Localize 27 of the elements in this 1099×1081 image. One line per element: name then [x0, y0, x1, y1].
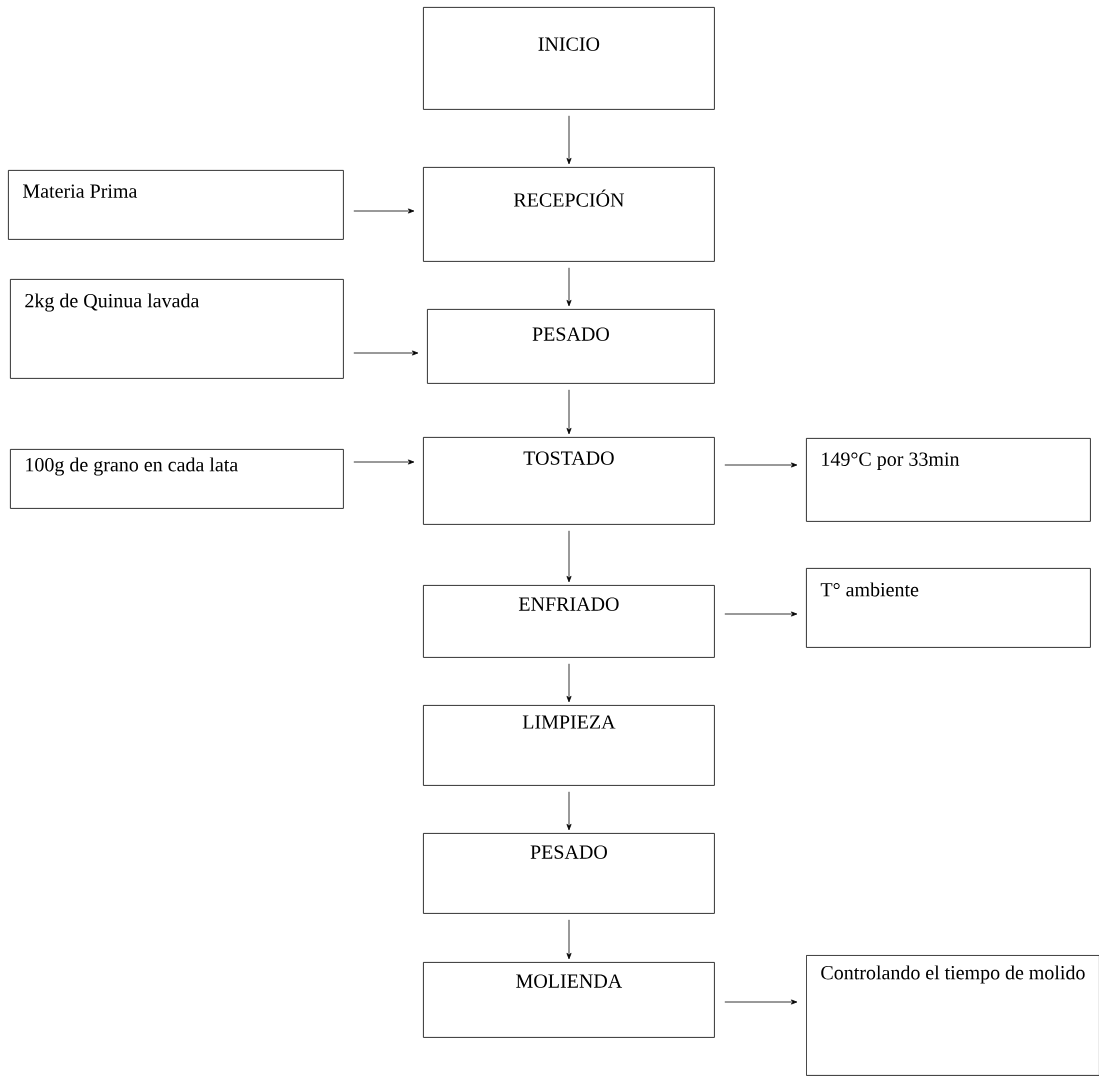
process-box: RECEPCIÓN [423, 167, 715, 262]
process-box: TOSTADO [423, 437, 715, 525]
arrow [353, 459, 415, 465]
arrow [566, 791, 572, 831]
process-box: PESADO [427, 309, 715, 384]
arrow [724, 611, 798, 617]
arrow [353, 350, 419, 356]
input-box: Materia Prima [8, 170, 344, 240]
output-box: 149°C por 33min [806, 438, 1091, 522]
arrow [566, 663, 572, 703]
input-box: 2kg de Quinua lavada [10, 279, 344, 379]
input-box: 100g de grano en cada lata [10, 449, 344, 509]
process-box: MOLIENDA [423, 962, 715, 1038]
arrow [353, 208, 415, 214]
arrow [566, 919, 572, 960]
arrow [566, 530, 572, 583]
process-box: PESADO [423, 833, 715, 914]
arrow [724, 999, 798, 1005]
output-box: Controlando el tiempo de molido [806, 955, 1099, 1076]
output-box: T° ambiente [806, 568, 1091, 648]
arrow [566, 267, 572, 307]
arrow [566, 389, 572, 435]
arrow [724, 462, 798, 468]
process-box: INICIO [423, 7, 715, 110]
process-box: LIMPIEZA [423, 705, 715, 786]
arrow [566, 115, 572, 165]
process-box: ENFRIADO [423, 585, 715, 658]
